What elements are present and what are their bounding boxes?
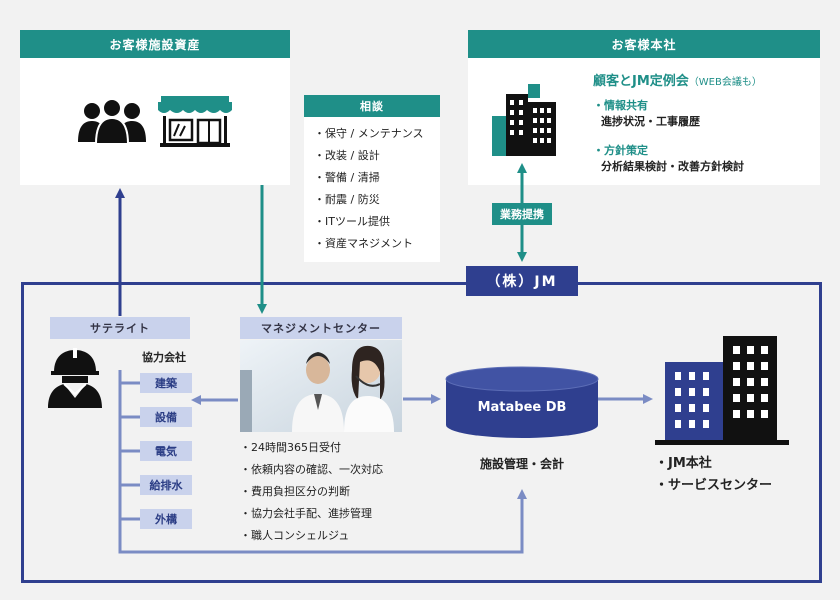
partnership-label: 業務提携 [492, 203, 552, 225]
consult-item: ・警備 / 清掃 [314, 171, 380, 184]
task-item: ・24時間365日受付 [240, 441, 341, 454]
worker-icon [48, 348, 102, 408]
consult-header: 相談 [304, 95, 440, 117]
trade-item: 建築 [140, 373, 192, 393]
consult-item: ・ITツール提供 [314, 215, 390, 228]
task-item: ・依頼内容の確認、一次対応 [240, 463, 383, 476]
jm-title: （株）JM [466, 266, 578, 296]
consult-box: ・保守 / メンテナンス ・改装 / 設計 ・警備 / 清掃 ・耐震 / 防災 … [304, 117, 440, 262]
management-tasks: ・24時間365日受付 ・依頼内容の確認、一次対応 ・費用負担区分の判断 ・協力… [240, 437, 383, 547]
storefront-icon [158, 96, 232, 147]
arrow-satellite-to-db [118, 489, 527, 554]
satellite-label: サテライト [50, 317, 190, 339]
db-caption: 施設管理・会計 [479, 457, 564, 471]
jm-office-line: ・JM本社 [655, 456, 712, 471]
facility-box [20, 58, 290, 185]
consult-item: ・改装 / 設計 [314, 149, 380, 162]
operators-photo [240, 340, 402, 432]
jm-frame [21, 282, 822, 583]
consult-item: ・保守 / メンテナンス [314, 127, 424, 140]
trade-item: 設備 [140, 407, 192, 427]
database-icon [445, 366, 599, 438]
management-label: マネジメントセンター [240, 317, 402, 339]
task-item: ・協力会社手配、進捗管理 [240, 507, 372, 520]
jm-office-lines: ・JM本社 ・サービスセンター [655, 453, 772, 497]
hq-header: お客様本社 [468, 30, 820, 58]
hq-box: 顧客とJM定例会（WEB会議も） ・情報共有 進捗状況・工事履歴 ・方針策定 分… [468, 58, 820, 185]
facility-header: お客様施設資産 [20, 30, 290, 58]
consult-item: ・耐震 / 防災 [314, 193, 380, 206]
consult-list: ・保守 / メンテナンス ・改装 / 設計 ・警備 / 清掃 ・耐震 / 防災 … [314, 123, 440, 255]
meeting-title: 顧客とJM定例会（WEB会議も） [593, 74, 762, 89]
trade-item: 給排水 [140, 475, 192, 495]
jm-office-building-icon [655, 336, 789, 445]
people-icon [78, 98, 146, 144]
hq-section-policy: ・方針策定 分析結果検討・改善方針検討 [593, 144, 744, 173]
trade-item: 電気 [140, 441, 192, 461]
office-building-icon [492, 84, 556, 156]
task-item: ・費用負担区分の判断 [240, 485, 350, 498]
task-item: ・職人コンシェルジュ [240, 529, 350, 542]
hq-section-info: ・情報共有 進捗状況・工事履歴 [593, 99, 700, 128]
consult-item: ・資産マネジメント [314, 237, 413, 250]
trade-item: 外構 [140, 509, 192, 529]
db-name: Matabee DB [477, 400, 567, 415]
jm-office-line: ・サービスセンター [655, 478, 773, 493]
partner-label: 協力会社 [142, 351, 186, 364]
